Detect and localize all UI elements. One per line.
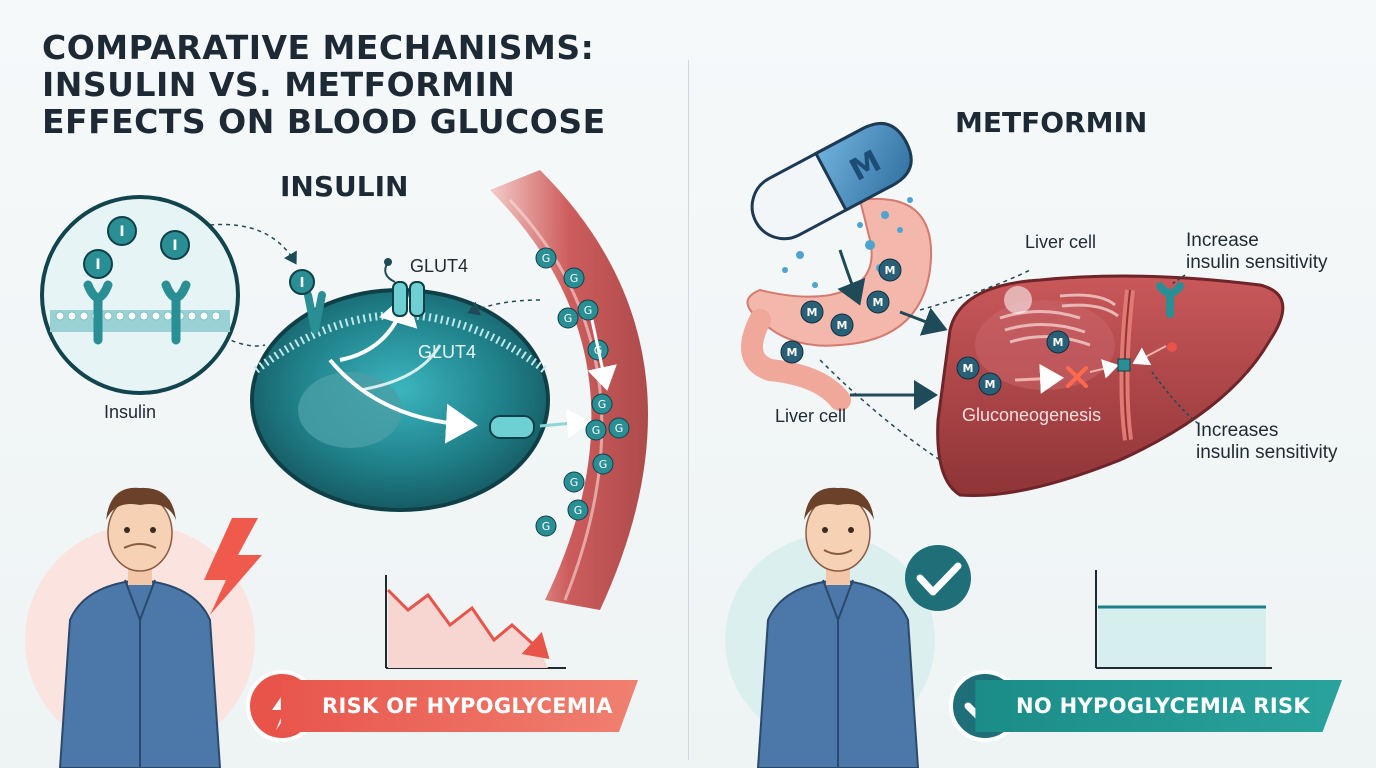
page-title: COMPARATIVE MECHANISMS: INSULIN VS. METF…: [42, 28, 642, 141]
increases-sensitivity-label: Increases insulin sensitivity: [1196, 420, 1338, 463]
insulin-receptor-magnified: I I I: [40, 195, 240, 395]
liver-cell-label-top: Liver cell: [1025, 232, 1097, 252]
metformin-molecules-gut: M M M M M: [780, 258, 902, 364]
svg-text:G: G: [570, 272, 579, 285]
svg-text:M: M: [807, 306, 818, 319]
glut4-channel-icon: [384, 258, 425, 317]
glucose-molecules: G G G G G G G G G G G G: [535, 247, 630, 537]
insulin-receptor-icon: I: [289, 269, 326, 334]
svg-text:G: G: [592, 424, 601, 437]
svg-text:G: G: [599, 458, 608, 471]
no-hypoglycemia-risk-banner: NO HYPOGLYCEMIA RISK: [975, 680, 1342, 732]
svg-text:M: M: [885, 264, 896, 277]
svg-text:G: G: [574, 504, 583, 517]
insulin-label: Insulin: [104, 402, 157, 422]
hypoglycemia-risk-text: RISK OF HYPOGLYCEMIA: [322, 694, 613, 718]
person-healthy-icon: [756, 487, 920, 768]
increase-sensitivity-label: Increase insulin sensitivity: [1186, 230, 1328, 273]
liver-cell-label-left: Liver cell: [775, 406, 847, 426]
receptor-site-icon: [1117, 358, 1131, 372]
title-line-3: EFFECTS ON BLOOD GLUCOSE: [42, 101, 606, 141]
svg-text:I: I: [172, 238, 177, 254]
svg-text:G: G: [598, 398, 607, 411]
svg-text:M: M: [837, 319, 848, 332]
svg-text:M: M: [1053, 336, 1064, 349]
svg-text:M: M: [963, 362, 974, 375]
liver-icon: [936, 274, 1285, 498]
svg-text:M: M: [873, 296, 884, 309]
glucose-stable-chart: [1095, 570, 1272, 669]
svg-text:I: I: [95, 257, 100, 273]
svg-text:G: G: [570, 476, 579, 489]
svg-text:I: I: [119, 224, 124, 240]
metformin-heading: METFORMIN: [955, 106, 1148, 139]
svg-text:G: G: [584, 304, 593, 317]
metformin-molecules-liver: M M M: [956, 330, 1070, 396]
block-x-icon: [1066, 366, 1088, 388]
svg-text:I: I: [300, 276, 305, 291]
svg-text:G: G: [615, 422, 624, 435]
svg-text:G: G: [564, 312, 573, 325]
glut4-label-top: GLUT4: [410, 256, 469, 276]
pill-particles: [782, 197, 913, 288]
signal-dot-icon: [1167, 342, 1177, 352]
metformin-pill-icon: M: [750, 121, 913, 241]
liver-insulin-receptor-icon: [1156, 282, 1184, 318]
svg-text:G: G: [542, 520, 551, 533]
lightning-bolt-icon: [204, 518, 262, 615]
glucose-drop-chart: [385, 575, 566, 669]
insulin-heading: INSULIN: [280, 170, 409, 203]
check-circle-icon: [905, 545, 971, 611]
svg-text:M: M: [787, 346, 798, 359]
title-line-2: INSULIN VS. METFORMIN: [42, 64, 516, 104]
hypoglycemia-risk-banner: RISK OF HYPOGLYCEMIA: [280, 680, 638, 732]
svg-text:M: M: [985, 378, 996, 391]
no-hypoglycemia-risk-text: NO HYPOGLYCEMIA RISK: [1016, 694, 1310, 718]
gluconeogenesis-label: Gluconeogenesis: [962, 405, 1102, 425]
panel-divider: [688, 60, 689, 760]
svg-text:G: G: [542, 252, 551, 265]
glut4-label-inner: GLUT4: [418, 342, 477, 362]
person-hypoglycemic-icon: [58, 487, 222, 768]
title-line-1: COMPARATIVE MECHANISMS:: [42, 28, 595, 67]
